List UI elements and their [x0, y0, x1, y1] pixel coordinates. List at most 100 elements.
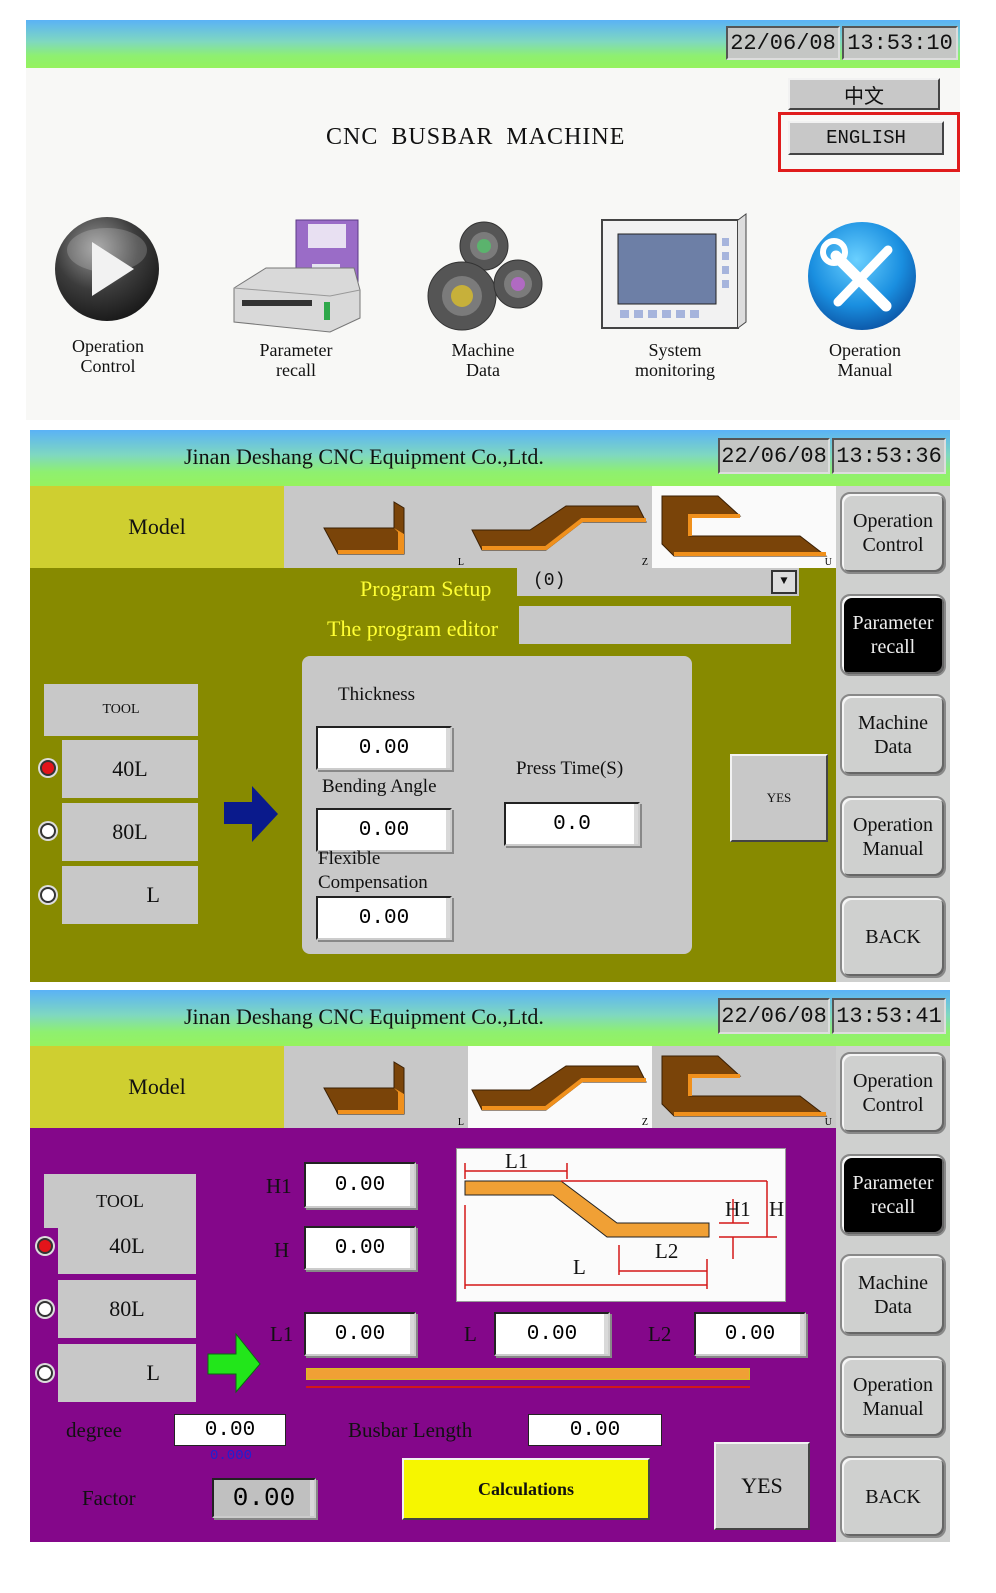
l2-field[interactable]: 0.00 [694, 1312, 806, 1356]
h-field[interactable]: 0.00 [304, 1226, 416, 1270]
menu-label-line2: Control [80, 356, 136, 376]
h1-label: H1 [266, 1174, 292, 1198]
chevron-down-icon[interactable]: ▼ [771, 570, 797, 594]
gears-icon [427, 221, 543, 331]
tool-radio-40l[interactable] [37, 1238, 53, 1254]
menu-label-line2: Manual [837, 360, 893, 380]
parameter-recall-menu-item[interactable]: Parameter recall [226, 210, 366, 390]
menu-label-line1: Machine [451, 340, 515, 360]
l1-label: L1 [270, 1322, 294, 1346]
menu-label-line1: Parameter [259, 340, 333, 360]
english-highlight-box [778, 112, 960, 172]
company-name: Jinan Deshang CNC Equipment Co.,Ltd. [184, 1004, 544, 1029]
tool-radio-80l[interactable] [40, 823, 56, 839]
program-editor-label: The program editor [327, 616, 499, 641]
yes-button[interactable]: YES [714, 1442, 810, 1530]
side-label-line1: Operation [853, 814, 933, 836]
model-l-option[interactable]: L [284, 1046, 468, 1128]
model-u-option[interactable]: U [652, 1046, 836, 1128]
tool-radio-l[interactable] [40, 887, 56, 903]
system-monitoring-menu-item[interactable]: System monitoring [600, 210, 750, 390]
l1-field[interactable]: 0.00 [304, 1312, 416, 1356]
machine-data-menu-item[interactable]: Machine Data [418, 210, 548, 390]
tool-option-l[interactable]: L [58, 1344, 196, 1402]
factor-label: Factor [82, 1486, 136, 1510]
side-label-line2: recall [870, 1196, 916, 1218]
model-label: Model [30, 486, 284, 568]
menu-label-line1: Operation [829, 340, 901, 360]
z-bend-diagram: L1 H1 H L2 L [456, 1148, 786, 1302]
menu-label-line2: Data [466, 360, 500, 380]
screen-main-menu: 22/06/08 13:53:10 CNC BUSBAR MACHINE 中文 … [26, 20, 960, 420]
press-time-field[interactable]: 0.0 [504, 802, 640, 846]
thickness-field[interactable]: 0.00 [316, 726, 452, 770]
english-language-button[interactable]: ENGLISH [788, 121, 944, 155]
model-tag: U [824, 557, 832, 568]
model-z-option[interactable]: Z [468, 1046, 652, 1128]
program-setup-value: (0) [533, 571, 566, 591]
arrow-right-icon [207, 1332, 261, 1394]
bending-angle-field[interactable]: 0.00 [316, 808, 452, 852]
side-back-button[interactable]: BACK [840, 896, 946, 978]
side-label-line2: Manual [862, 1398, 924, 1420]
model-u-option[interactable]: U [652, 486, 836, 568]
side-label-line1: Operation [853, 1374, 933, 1396]
tool-radio-l[interactable] [37, 1365, 53, 1381]
l-bend-shape-icon [323, 501, 405, 555]
tool-radio-80l[interactable] [37, 1301, 53, 1317]
h1-field[interactable]: 0.00 [304, 1162, 416, 1208]
operation-manual-menu-item[interactable]: Operation Manual [800, 210, 930, 390]
model-tag: Z [641, 557, 648, 568]
side-label-line1: Parameter [852, 1172, 934, 1194]
program-editor-input[interactable] [519, 606, 791, 644]
floppy-drive-icon [233, 219, 361, 333]
model-l-option[interactable]: L [284, 486, 468, 568]
tools-icon [808, 222, 916, 330]
model-tag: L [457, 557, 464, 568]
bending-angle-label: Bending Angle [322, 776, 437, 797]
u-bend-shape-icon [661, 1055, 828, 1117]
chinese-language-button[interactable]: 中文 [788, 78, 940, 110]
tool-option-80l[interactable]: 80L [58, 1280, 196, 1338]
model-tag: L [457, 1117, 464, 1128]
degree-field[interactable]: 0.00 [174, 1414, 286, 1446]
tool-option-80l[interactable]: 80L [62, 803, 198, 861]
tool-option-40l[interactable]: 40L [62, 740, 198, 798]
menu-label-line1: Operation [72, 336, 144, 356]
side-label-line2: Control [862, 1094, 924, 1116]
l-field[interactable]: 0.00 [494, 1312, 610, 1356]
l-label: L [464, 1322, 477, 1346]
calculations-button[interactable]: Calculations [402, 1458, 650, 1520]
factor-field[interactable]: 0.00 [212, 1478, 316, 1518]
h-label: H [274, 1238, 290, 1262]
side-label-line2: recall [870, 636, 916, 658]
tool-option-l[interactable]: L [62, 866, 198, 924]
side-back-button[interactable]: BACK [840, 1456, 946, 1538]
operation-control-menu-item[interactable]: Operation Control [46, 210, 170, 390]
busbar-length-field[interactable]: 0.00 [528, 1414, 662, 1446]
date-display: 22/06/08 [718, 438, 830, 474]
busbar-dimension-line [306, 1386, 750, 1388]
bending-parameters-panel: Thickness 0.00 Bending Angle 0.00 Flexib… [302, 656, 692, 954]
tool-option-40l[interactable]: 40L [58, 1218, 196, 1274]
yes-button[interactable]: YES [730, 754, 828, 842]
flexible-compensation-field[interactable]: 0.00 [316, 896, 452, 940]
date-display: 22/06/08 [718, 998, 830, 1034]
time-display: 13:53:36 [832, 438, 946, 474]
program-setup-dropdown[interactable]: (0) ▼ [517, 568, 799, 596]
z-bend-shape-icon [471, 505, 647, 551]
monitor-icon [601, 213, 747, 329]
side-label-line2: Data [874, 736, 912, 758]
machine-title: CNC BUSBAR MACHINE [326, 124, 626, 150]
model-z-option[interactable]: Z [468, 486, 652, 568]
tool-radio-40l[interactable] [40, 760, 56, 776]
diagram-label-h1: H1 [725, 1197, 751, 1221]
